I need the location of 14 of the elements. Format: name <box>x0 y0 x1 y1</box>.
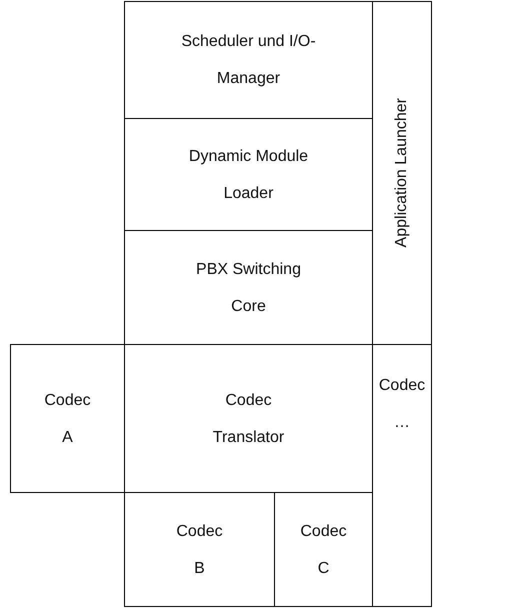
component-label: Codec B <box>175 522 224 578</box>
component-label: Codec A <box>43 390 92 448</box>
component-label: Scheduler und I/O-Manager <box>180 32 317 89</box>
component-label: PBX Switching Core <box>195 260 302 316</box>
component-label: Dynamic Module Loader <box>188 146 310 204</box>
layer-box <box>372 1 432 345</box>
component-label: Codec … <box>378 376 426 433</box>
component-label: Application Launcher <box>392 98 411 248</box>
component-label: Codec Translator <box>212 390 286 448</box>
layer-box <box>124 1 373 119</box>
module-box <box>10 344 125 493</box>
module-box <box>124 492 275 607</box>
component-label: Codec C <box>299 522 348 578</box>
module-box <box>372 344 432 607</box>
